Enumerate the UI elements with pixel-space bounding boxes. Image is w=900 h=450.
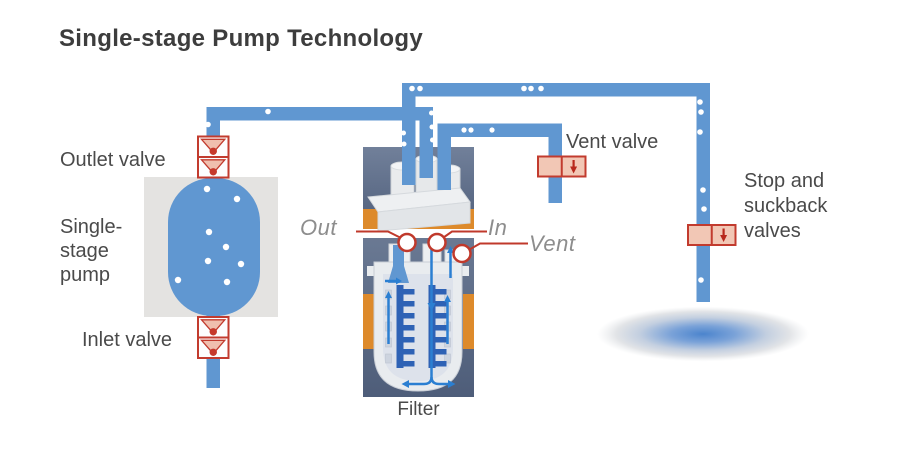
- filter-label: Filter: [397, 399, 440, 420]
- page-title: Single-stage Pump Technology: [59, 25, 423, 52]
- pipe-pump-to-filter: [206, 107, 433, 121]
- single-stage-pump-label: Single- stage pump: [60, 216, 123, 286]
- filter-top-photo: [363, 147, 474, 232]
- pipe-out-to-dispense: [402, 83, 710, 97]
- pipe-filter-in-drop: [419, 107, 433, 178]
- dispense-puddle: [597, 306, 809, 362]
- vent-port-marker: [452, 243, 472, 264]
- outlet-valve-icon: [197, 135, 230, 179]
- out-port-marker: [397, 232, 417, 253]
- vent-port-label: Vent: [529, 231, 576, 256]
- flow-arrowheads: [385, 246, 456, 388]
- pump-bubbles: [174, 185, 245, 286]
- pipe-filter-out-riser: [402, 83, 416, 185]
- inlet-valve-icon: [197, 316, 230, 359]
- pipe-vent-riser: [437, 123, 451, 190]
- pipe-bubbles: [205, 85, 707, 283]
- filter-out-channel: [388, 245, 409, 283]
- stop-suckback-valves-label: Stop and suckback valves: [744, 170, 828, 242]
- outlet-valve-label: Outlet valve: [60, 149, 166, 171]
- pump-chamber: [168, 178, 260, 316]
- flow-arrows: [385, 246, 452, 386]
- vent-valve-icon: [537, 155, 587, 178]
- in-port-label: In: [488, 215, 508, 240]
- callout-lines: [356, 230, 528, 251]
- inlet-valve-label: Inlet valve: [82, 329, 173, 351]
- single-stage-pump: [144, 177, 278, 317]
- pipe-vent-horizontal: [437, 123, 562, 137]
- in-port-marker: [427, 232, 447, 253]
- filter-cross-section: [363, 238, 474, 397]
- filter-tray: [367, 187, 471, 232]
- out-port-label: Out: [300, 215, 337, 240]
- vent-valve-label: Vent valve: [566, 131, 659, 153]
- stop-suckback-valve-icon: [687, 224, 737, 246]
